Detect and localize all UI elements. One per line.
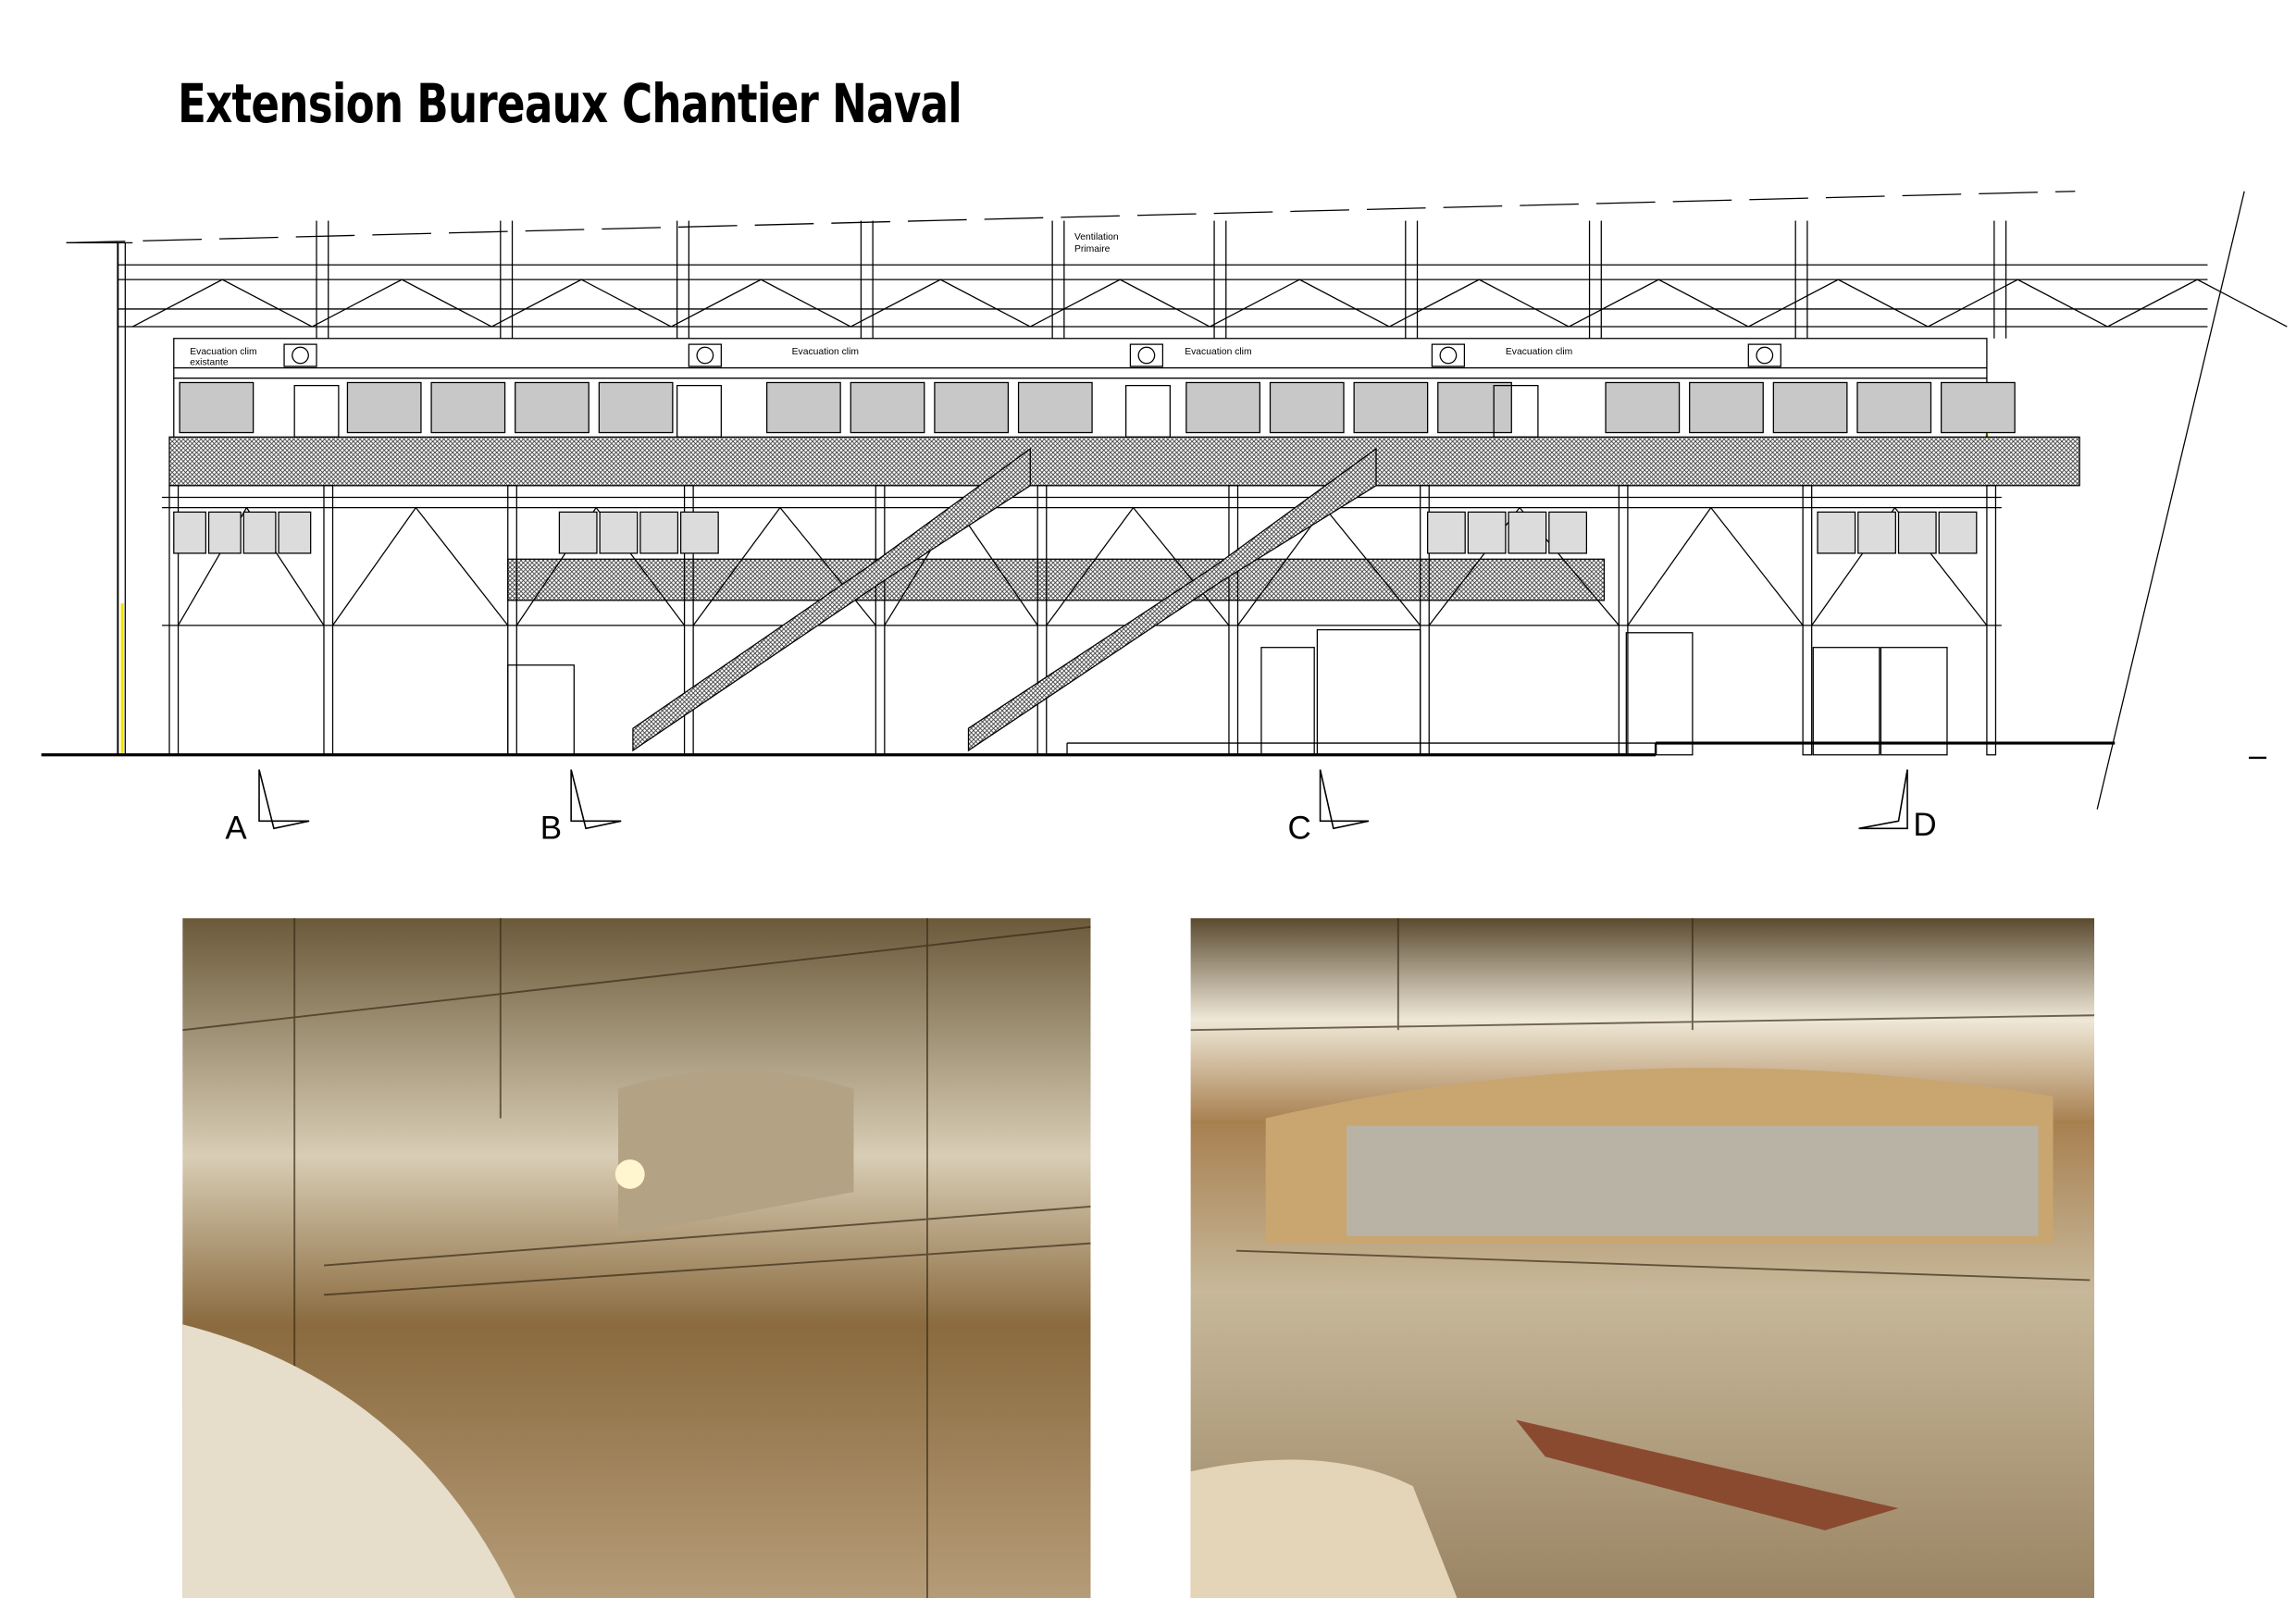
office-window: [1689, 381, 1764, 434]
column: [323, 485, 334, 756]
column: [1228, 485, 1239, 756]
office-window: [934, 381, 1010, 434]
office-door: [293, 384, 340, 438]
lower-window: [207, 511, 242, 554]
lower-window: [242, 511, 277, 554]
photo-shipyard-interior-1: [182, 918, 1091, 1598]
ground-door: [1880, 647, 1948, 756]
lower-window: [1548, 511, 1588, 554]
column: [1802, 485, 1813, 756]
annotation-evac-existante-2: existante: [190, 357, 229, 367]
lower-window: [1897, 511, 1937, 554]
office-window: [1605, 381, 1681, 434]
title-extension-bureaux: Extension Bureaux: [178, 72, 608, 135]
office-window: [430, 381, 506, 434]
office-window: [179, 381, 254, 434]
ground-door: [1316, 628, 1421, 756]
column: [875, 485, 886, 756]
lower-window: [1467, 511, 1507, 554]
ground-door: [1260, 647, 1315, 756]
annotation-evac-existante-1: Evacuation clim: [190, 347, 256, 357]
office-door: [676, 384, 722, 438]
office-door: [1125, 384, 1171, 438]
section-marker-a: A: [225, 810, 247, 846]
title-chantier-naval: Chantier Naval: [622, 72, 962, 135]
annotation-evac-3: Evacuation clim: [1506, 347, 1572, 357]
annotation-evac-2: Evacuation clim: [1185, 347, 1251, 357]
office-door: [1493, 384, 1539, 438]
annotation-evac-1: Evacuation clim: [792, 347, 859, 357]
column: [1420, 485, 1430, 756]
lower-window: [639, 511, 679, 554]
office-window: [1772, 381, 1848, 434]
photo-shipyard-interior-2: [1190, 918, 2095, 1598]
office-window: [598, 381, 674, 434]
ac-unit: [696, 346, 714, 365]
office-window: [1437, 381, 1512, 434]
lower-window: [1427, 511, 1466, 554]
ac-unit: [1137, 346, 1156, 365]
ac-unit: [1439, 346, 1458, 365]
column: [1986, 485, 1997, 756]
ac-unit: [1756, 346, 1774, 365]
lower-window: [173, 511, 207, 554]
office-window: [1940, 381, 2016, 434]
column: [507, 485, 517, 756]
lower-window: [1508, 511, 1547, 554]
lower-window: [1938, 511, 1978, 554]
lower-window: [1817, 511, 1856, 554]
office-window: [1269, 381, 1345, 434]
office-window: [1856, 381, 1932, 434]
column: [1036, 485, 1048, 756]
lower-window: [679, 511, 719, 554]
office-window: [1185, 381, 1260, 434]
ground-door: [507, 664, 575, 756]
lower-window: [558, 511, 598, 554]
office-window: [765, 381, 841, 434]
column: [168, 485, 180, 756]
column: [683, 485, 694, 756]
ac-unit: [292, 346, 309, 365]
annotation-ventilation-2: Primaire: [1074, 244, 1111, 254]
section-marker-c: C: [1288, 810, 1311, 846]
office-window: [850, 381, 925, 434]
lower-window: [278, 511, 312, 554]
lower-window: [1857, 511, 1896, 554]
ground-door: [1625, 632, 1694, 756]
lower-window: [599, 511, 639, 554]
office-window: [1353, 381, 1429, 434]
ground-door: [1812, 647, 1880, 756]
section-marker-b: B: [540, 810, 562, 846]
office-window: [515, 381, 590, 434]
annotation-ventilation-1: Ventilation: [1074, 232, 1119, 242]
office-window: [1017, 381, 1093, 434]
office-window: [346, 381, 422, 434]
column: [1618, 485, 1629, 756]
section-marker-d: D: [1913, 807, 1936, 843]
